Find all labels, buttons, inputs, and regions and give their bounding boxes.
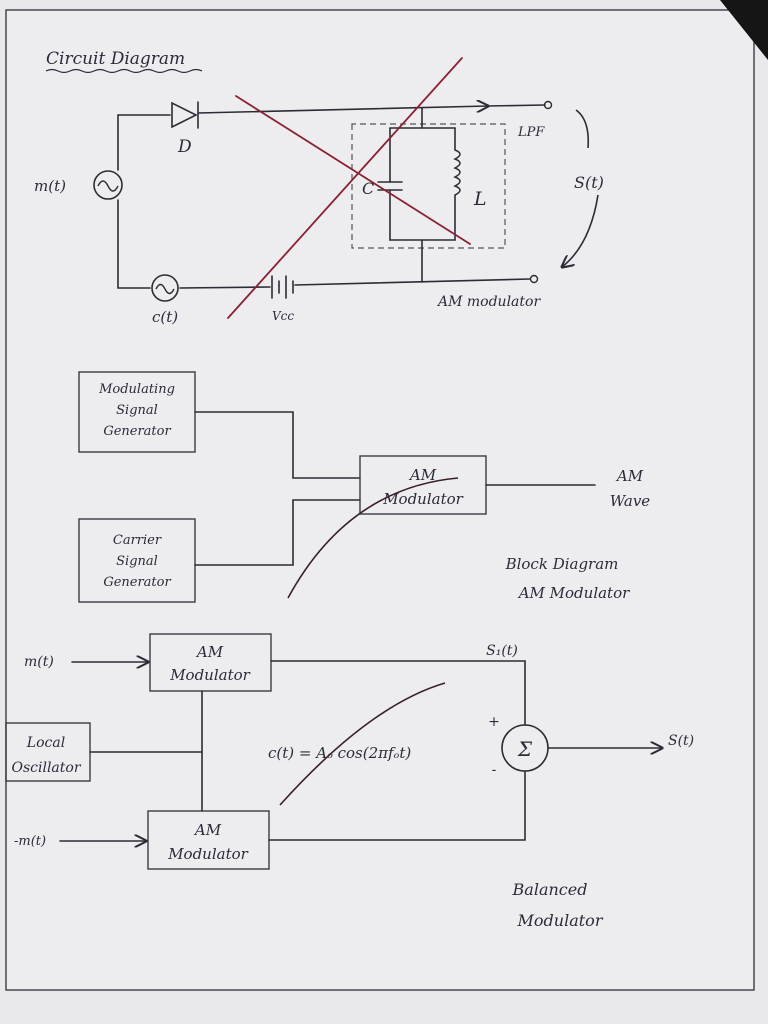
circuit-caption: AM modulator [436,294,541,310]
carrier-generator-box [78,518,196,603]
block-caption-line1: Block Diagram [505,555,619,573]
mod-gen-line3: Generator [103,424,171,439]
carrier-gen-line1: Carrier [113,533,162,548]
lpf-boundary [351,123,506,249]
am-mod-line2: Modulator [382,490,463,508]
input-label: m(t) [34,177,66,195]
mod-top-line2: Modulator [169,666,250,684]
minus-sign: - [492,762,497,778]
am-wave-line2: Wave [610,492,651,510]
carrier-gen-line2: Signal [116,554,158,569]
summer-symbol: Σ [517,737,533,761]
carrier-gen-line3: Generator [103,575,171,590]
am-mod-line1: AM [408,466,437,484]
circuit-diagram: Circuit Diagram D m(t) c(t) [34,49,604,326]
supply-label: Vcc [272,309,294,323]
mod-gen-line2: Signal [116,403,158,418]
mod-bottom-line1: AM [193,821,222,839]
circuit-title: Circuit Diagram [46,49,185,69]
diode-label: D [177,137,192,157]
block-diagram: Modulating Signal Generator Carrier Sign… [78,371,651,603]
balanced-input-top: m(t) [24,654,54,670]
osc-line1: Local [26,735,65,751]
mod-top-line1: AM [195,643,224,661]
output-label: S(t) [574,173,604,192]
balanced-modulator: m(t) AM Modulator Local Oscillator -m(t)… [5,633,694,930]
osc-line2: Oscillator [11,760,81,776]
am-wave-line1: AM [615,467,644,485]
s1-label: S₁(t) [486,643,518,659]
signal-source-icon [93,170,123,200]
filter-label: LPF [517,125,545,140]
balanced-input-bottom: -m(t) [14,834,46,849]
plus-sign: + [488,714,500,730]
balanced-output-label: S(t) [668,733,694,749]
battery-icon [271,275,294,299]
carrier-equation: c(t) = Aₒ cos(2πfₒt) [268,744,411,762]
am-modulator-top-box [149,633,272,692]
diode-symbol [171,101,199,129]
carrier-source-icon [151,274,179,302]
mod-gen-line1: Modulating [98,382,175,397]
balanced-caption-line1: Balanced [512,880,588,899]
mod-bottom-line2: Modulator [167,845,248,863]
block-caption-line2: AM Modulator [517,584,630,602]
inductor-label: L [473,188,487,210]
balanced-caption-line2: Modulator [517,911,604,930]
inductor-icon [453,149,461,196]
capacitor-label: C [362,179,374,198]
carrier-label: c(t) [152,308,178,326]
